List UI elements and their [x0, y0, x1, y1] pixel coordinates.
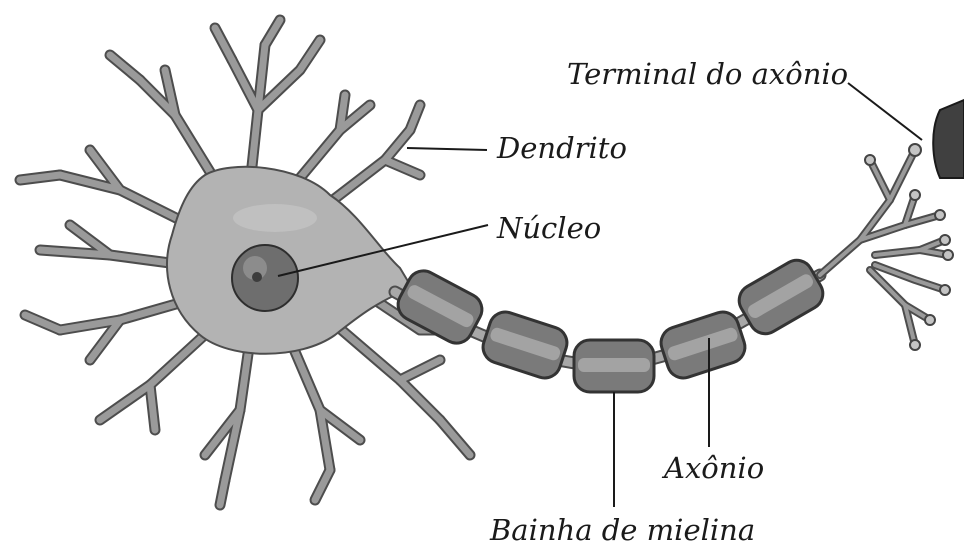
nucleus: [232, 245, 298, 311]
myelin-segment: [733, 254, 828, 339]
myelin-segment: [479, 308, 571, 382]
label-dendrite: Dendrito: [496, 131, 627, 165]
label-axon: Axônio: [661, 451, 764, 485]
myelin-segment: [574, 340, 654, 392]
nucleolus: [252, 272, 262, 282]
target-cell: [933, 100, 964, 178]
label-terminal: Terminal do axônio: [567, 57, 848, 91]
myelin-sheath: [392, 254, 828, 392]
label-myelin: Bainha de mielina: [489, 513, 755, 547]
label-nucleus: Núcleo: [496, 211, 601, 245]
myelin-segment: [657, 308, 749, 382]
axon-terminals: [820, 100, 964, 350]
neuron-cell: [20, 20, 470, 505]
